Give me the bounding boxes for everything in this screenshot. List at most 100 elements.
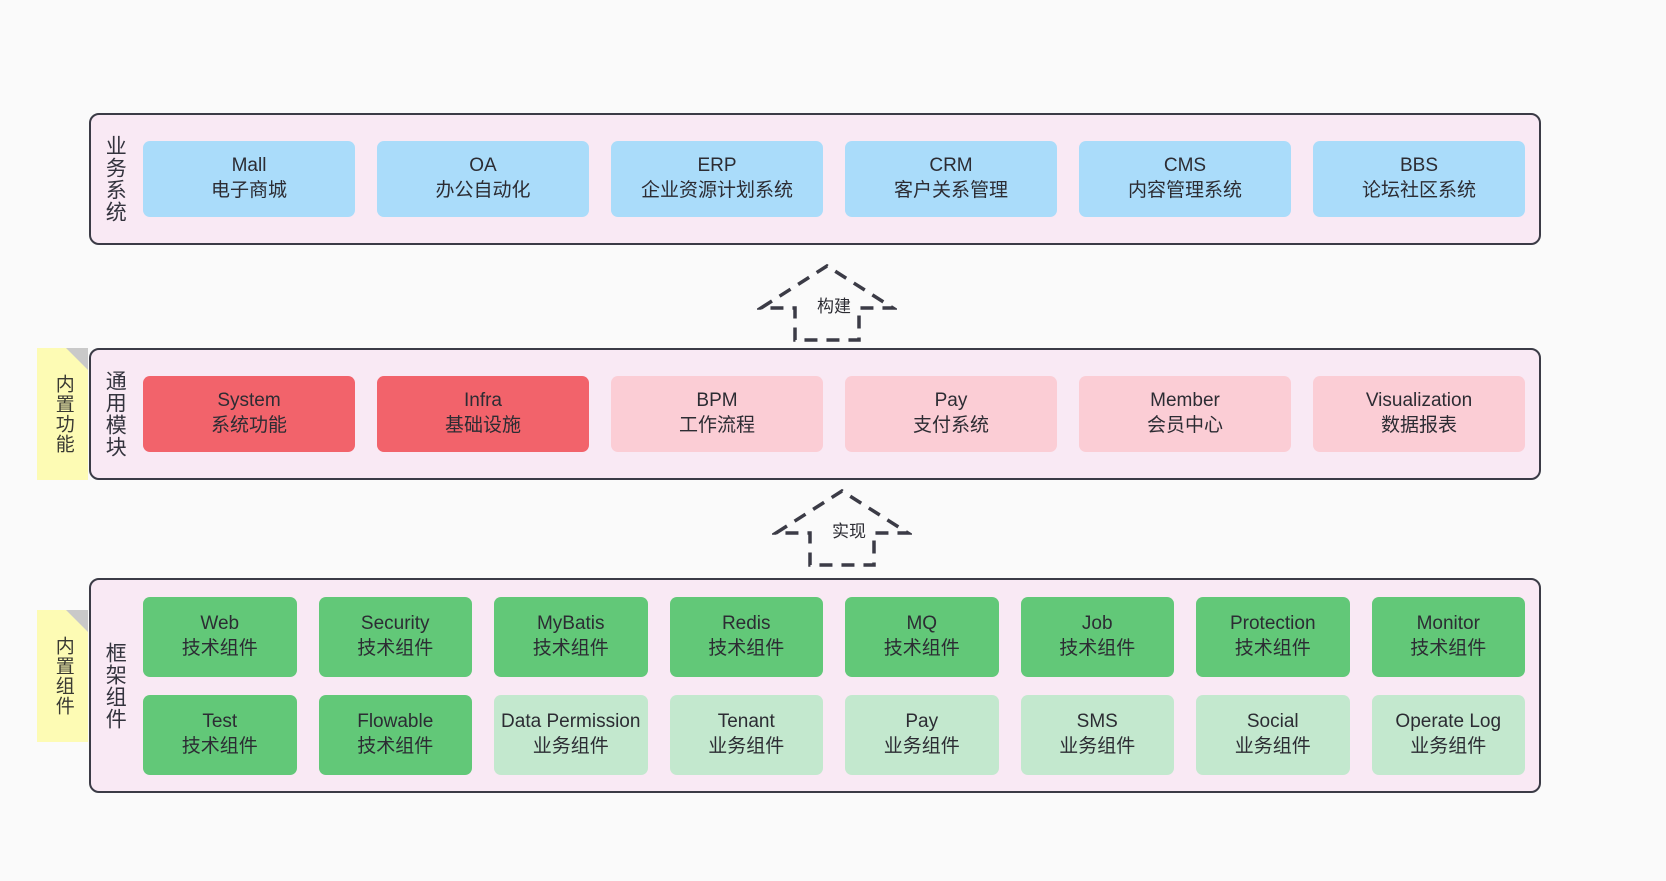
card-subtitle: 支付系统 [912, 415, 989, 436]
card-title: Member [1150, 390, 1220, 412]
card-title: Security [360, 612, 430, 634]
card-visualization[interactable]: Visualization 数据报表 [1313, 376, 1525, 452]
card-monitor[interactable]: Monitor 技术组件 [1371, 596, 1525, 677]
card-subtitle: 数据报表 [1380, 415, 1457, 436]
card-mq[interactable]: MQ 技术组件 [845, 596, 999, 677]
card-title: Visualization [1365, 390, 1473, 412]
layer-label-business-systems: 业务系统 [103, 135, 127, 223]
sticky-note-builtin-features: 内置功能 [37, 348, 88, 480]
layer-framework-components: 框架组件 Web 技术组件 Security 技术组件 MyBatis 技术组件… [89, 578, 1541, 793]
card-subtitle: 工作流程 [678, 415, 755, 436]
card-grid-common-modules: System 系统功能 Infra 基础设施 BPM 工作流程 Pay 支付系统… [137, 350, 1539, 478]
card-subtitle: 技术组件 [181, 735, 258, 757]
card-mybatis[interactable]: MyBatis 技术组件 [494, 596, 648, 677]
card-title: Social [1246, 710, 1299, 732]
card-title: Job [1081, 612, 1113, 634]
layer-common-modules: 通用模块 System 系统功能 Infra 基础设施 BPM 工作流程 Pay… [89, 348, 1541, 480]
card-oa[interactable]: OA 办公自动化 [377, 141, 589, 217]
card-title: Pay [934, 390, 968, 412]
card-erp[interactable]: ERP 企业资源计划系统 [611, 141, 823, 217]
card-data-permission[interactable]: Data Permission 业务组件 [494, 694, 648, 775]
card-title: Infra [463, 390, 503, 412]
dashed-up-arrow-icon [772, 488, 912, 567]
card-social[interactable]: Social 业务组件 [1196, 694, 1350, 775]
dashed-up-arrow-icon [757, 263, 897, 342]
arrow-implement: 实现 [772, 487, 912, 567]
sticky-note-builtin-components: 内置组件 [37, 610, 88, 742]
card-subtitle: 系统功能 [210, 415, 287, 436]
card-pay[interactable]: Pay 支付系统 [845, 376, 1057, 452]
card-subtitle: 技术组件 [708, 637, 785, 659]
card-subtitle: 技术组件 [357, 735, 434, 757]
card-mall[interactable]: Mall 电子商城 [143, 141, 355, 217]
card-row: Test 技术组件 Flowable 技术组件 Data Permission … [143, 694, 1525, 775]
card-redis[interactable]: Redis 技术组件 [669, 596, 823, 677]
card-subtitle: 业务组件 [1059, 735, 1136, 757]
card-protection[interactable]: Protection 技术组件 [1196, 596, 1350, 677]
card-flowable[interactable]: Flowable 技术组件 [318, 694, 472, 775]
card-title: CRM [929, 155, 973, 177]
card-row: Mall 电子商城 OA 办公自动化 ERP 企业资源计划系统 CRM 客户关系… [143, 141, 1525, 217]
card-subtitle: 业务组件 [532, 735, 609, 757]
card-tenant[interactable]: Tenant 业务组件 [669, 694, 823, 775]
card-subtitle: 技术组件 [883, 637, 960, 659]
card-title: BPM [696, 390, 738, 412]
arrow-label-build: 构建 [815, 292, 853, 317]
card-web[interactable]: Web 技术组件 [143, 596, 297, 677]
card-member[interactable]: Member 会员中心 [1079, 376, 1291, 452]
card-cms[interactable]: CMS 内容管理系统 [1079, 141, 1291, 217]
layer-label-framework-components: 框架组件 [103, 641, 127, 730]
card-subtitle: 技术组件 [1410, 637, 1487, 659]
card-title: System [217, 390, 281, 412]
card-crm[interactable]: CRM 客户关系管理 [845, 141, 1057, 217]
card-subtitle: 技术组件 [532, 637, 609, 659]
card-subtitle: 会员中心 [1146, 415, 1223, 436]
card-subtitle: 企业资源计划系统 [640, 180, 793, 201]
card-subtitle: 业务组件 [1234, 735, 1311, 757]
card-subtitle: 业务组件 [1410, 735, 1487, 757]
layer-label-common-modules: 通用模块 [103, 370, 127, 458]
layer-business-systems: 业务系统 Mall 电子商城 OA 办公自动化 ERP 企业资源计划系统 CRM… [89, 113, 1541, 245]
card-title: Pay [905, 710, 939, 732]
card-title: Tenant [717, 710, 775, 732]
sticky-note-label: 内置功能 [52, 374, 74, 454]
card-title: MQ [906, 612, 938, 634]
card-subtitle: 业务组件 [708, 735, 785, 757]
card-system[interactable]: System 系统功能 [143, 376, 355, 452]
sticky-note-label: 内置组件 [52, 636, 74, 716]
card-title: Protection [1229, 612, 1316, 634]
card-title: Test [202, 710, 238, 732]
card-subtitle: 技术组件 [1234, 637, 1311, 659]
card-test[interactable]: Test 技术组件 [143, 694, 297, 775]
card-sms[interactable]: SMS 业务组件 [1020, 694, 1174, 775]
card-subtitle: 客户关系管理 [893, 180, 1008, 201]
card-title: SMS [1076, 710, 1118, 732]
card-title: Web [200, 612, 240, 634]
card-title: ERP [697, 155, 737, 177]
card-bbs[interactable]: BBS 论坛社区系统 [1313, 141, 1525, 217]
arrow-build: 构建 [757, 262, 897, 342]
card-infra[interactable]: Infra 基础设施 [377, 376, 589, 452]
card-row: System 系统功能 Infra 基础设施 BPM 工作流程 Pay 支付系统… [143, 376, 1525, 452]
card-subtitle: 论坛社区系统 [1361, 180, 1476, 201]
card-title: Data Permission [501, 710, 641, 732]
card-subtitle: 技术组件 [1059, 637, 1136, 659]
card-operate-log[interactable]: Operate Log 业务组件 [1371, 694, 1525, 775]
card-title: Mall [231, 155, 267, 177]
card-subtitle: 办公自动化 [435, 180, 531, 201]
card-subtitle: 技术组件 [181, 637, 258, 659]
card-job[interactable]: Job 技术组件 [1020, 596, 1174, 677]
card-title: Redis [721, 612, 771, 634]
card-pay-business[interactable]: Pay 业务组件 [845, 694, 999, 775]
card-title: BBS [1399, 155, 1439, 177]
card-subtitle: 电子商城 [210, 180, 287, 201]
card-grid-business-systems: Mall 电子商城 OA 办公自动化 ERP 企业资源计划系统 CRM 客户关系… [137, 115, 1539, 243]
card-bpm[interactable]: BPM 工作流程 [611, 376, 823, 452]
card-title: MyBatis [536, 612, 605, 634]
card-title: Operate Log [1395, 710, 1502, 732]
arrow-label-implement: 实现 [830, 517, 868, 542]
card-security[interactable]: Security 技术组件 [318, 596, 472, 677]
card-subtitle: 业务组件 [883, 735, 960, 757]
card-grid-framework-components: Web 技术组件 Security 技术组件 MyBatis 技术组件 Redi… [137, 580, 1539, 791]
